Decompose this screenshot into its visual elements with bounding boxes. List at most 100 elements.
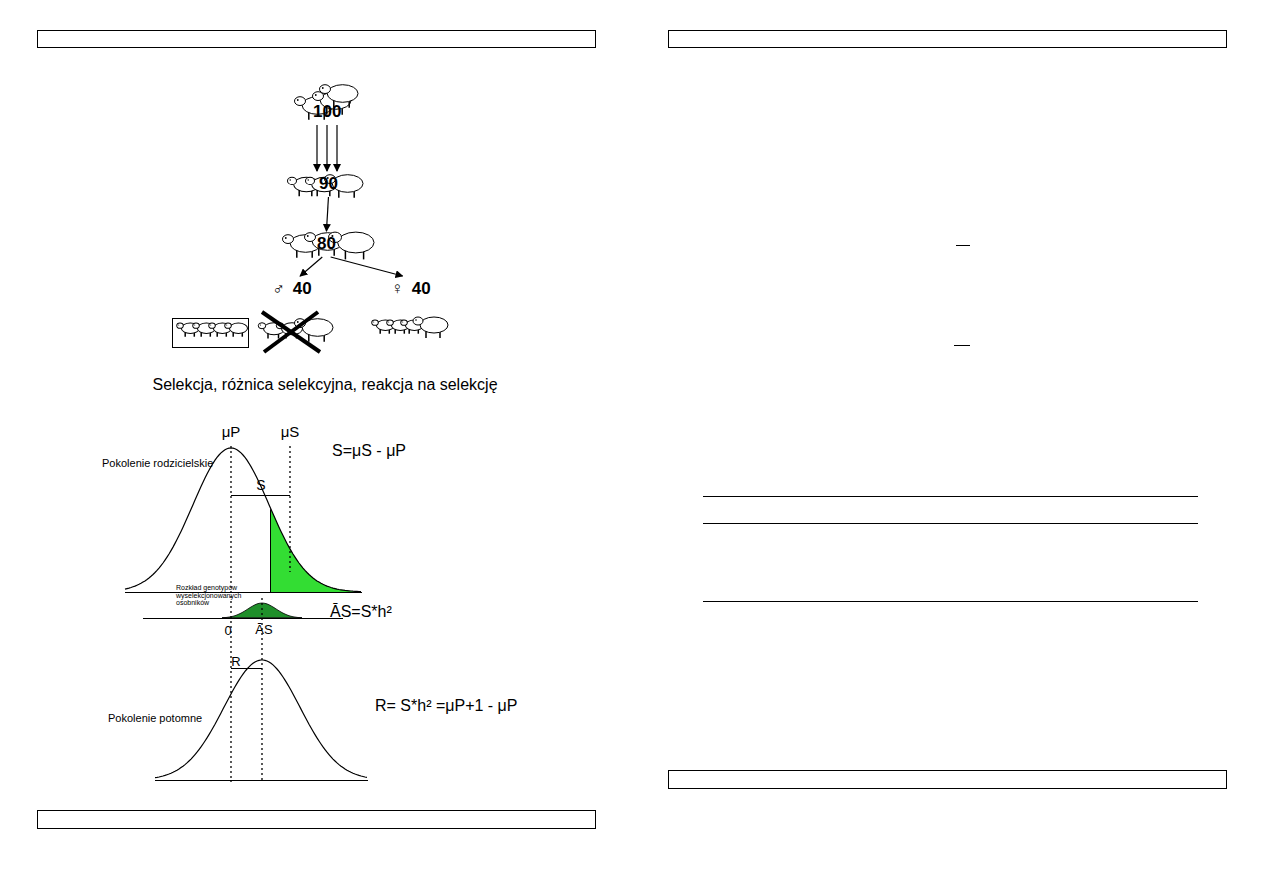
formula-label: Rozkład genotypów wyselekcjonowanych oso…	[176, 584, 248, 607]
count-label: 100	[312, 102, 342, 122]
count-text: 40	[293, 279, 312, 299]
shape	[297, 99, 299, 101]
sheep-icon	[177, 323, 200, 337]
shape	[415, 319, 417, 321]
shape	[258, 323, 266, 329]
shape	[226, 324, 227, 325]
footer-frame	[38, 811, 596, 829]
formula-label: 0	[224, 623, 231, 638]
shape	[177, 323, 184, 328]
sheep-icon	[372, 320, 395, 334]
formula-label: R= S*h² =μP+1 - μP	[375, 697, 518, 715]
shape	[213, 323, 231, 333]
shape	[420, 317, 448, 333]
shape	[315, 94, 317, 96]
header-frame	[38, 31, 596, 48]
shape	[327, 85, 358, 103]
count-label: ♂ 40	[271, 279, 313, 299]
shape	[209, 323, 216, 328]
flow-arrow	[331, 257, 403, 276]
shape	[295, 97, 306, 106]
count-label: ♀ 40	[390, 279, 432, 299]
sheep-icon	[193, 323, 216, 337]
count-text: 100	[313, 102, 341, 122]
shape	[194, 324, 195, 325]
figure-caption: Selekcja, różnica selekcyjna, reakcja na…	[152, 376, 497, 394]
selected-box	[173, 319, 249, 348]
axis	[125, 592, 362, 593]
sheep-icon	[225, 323, 248, 337]
shape	[372, 320, 379, 325]
shape	[307, 179, 308, 180]
count-text: 40	[412, 279, 431, 299]
formula-label: R	[231, 654, 240, 669]
formula-label: μS	[281, 423, 300, 440]
formula-label: S	[256, 477, 265, 493]
table-rule	[703, 523, 1198, 524]
flow-arrow	[336, 125, 337, 171]
sheep-icon	[413, 317, 448, 338]
count-text: 90	[319, 174, 338, 194]
shape	[283, 235, 294, 244]
shape	[210, 324, 211, 325]
shape	[322, 87, 324, 89]
formula-label: ĀS=S*h²	[330, 603, 392, 621]
formula-label: μP	[222, 423, 241, 440]
table-rule	[703, 601, 1198, 602]
mean-line	[230, 446, 231, 782]
formula-label: ĀS	[255, 622, 272, 637]
flow-arrow	[300, 257, 322, 276]
shape	[260, 324, 261, 325]
shape	[373, 321, 374, 322]
shape	[229, 323, 247, 333]
shape	[307, 235, 309, 237]
shape	[225, 323, 232, 328]
genotype-curve	[222, 603, 302, 618]
mean-line	[289, 446, 290, 572]
fraction-bar	[956, 245, 970, 246]
axis	[143, 618, 343, 619]
sheep-icon	[209, 323, 232, 337]
shape	[306, 177, 315, 184]
parent-curve	[125, 448, 361, 592]
footer-frame	[669, 771, 1227, 789]
formula-label: Pokolenie potomne	[108, 712, 202, 724]
shape	[388, 321, 389, 322]
sheep-icon	[305, 233, 344, 256]
cross-mark	[262, 312, 320, 352]
fraction-bar	[954, 345, 970, 346]
shape	[376, 320, 394, 330]
shape	[320, 85, 331, 94]
shape	[297, 321, 299, 323]
table-rule	[703, 496, 1198, 497]
shape	[305, 233, 316, 242]
shape	[402, 321, 403, 322]
shape	[288, 177, 297, 184]
shape	[338, 232, 374, 253]
count-text: ♀	[391, 279, 404, 299]
shape	[401, 320, 408, 325]
axis	[155, 780, 368, 781]
shape	[289, 179, 290, 180]
flow-arrow	[326, 125, 327, 171]
shape	[178, 324, 179, 325]
shape	[197, 323, 215, 333]
count-text: 80	[317, 234, 336, 254]
formula-label: Pokolenie rodzicielskie	[102, 457, 213, 469]
flow-arrow	[316, 125, 317, 171]
shape	[387, 320, 394, 325]
shape	[181, 323, 199, 333]
shape	[193, 323, 200, 328]
count-label: 90	[318, 174, 339, 194]
truncation-line	[270, 509, 271, 592]
count-text: ♂	[272, 279, 285, 299]
count-label: 80	[316, 234, 337, 254]
difference-line	[231, 495, 290, 496]
header-frame	[669, 31, 1227, 48]
formula-label: S=μS - μP	[332, 442, 406, 460]
flow-arrow	[326, 197, 328, 231]
shape	[413, 317, 423, 325]
